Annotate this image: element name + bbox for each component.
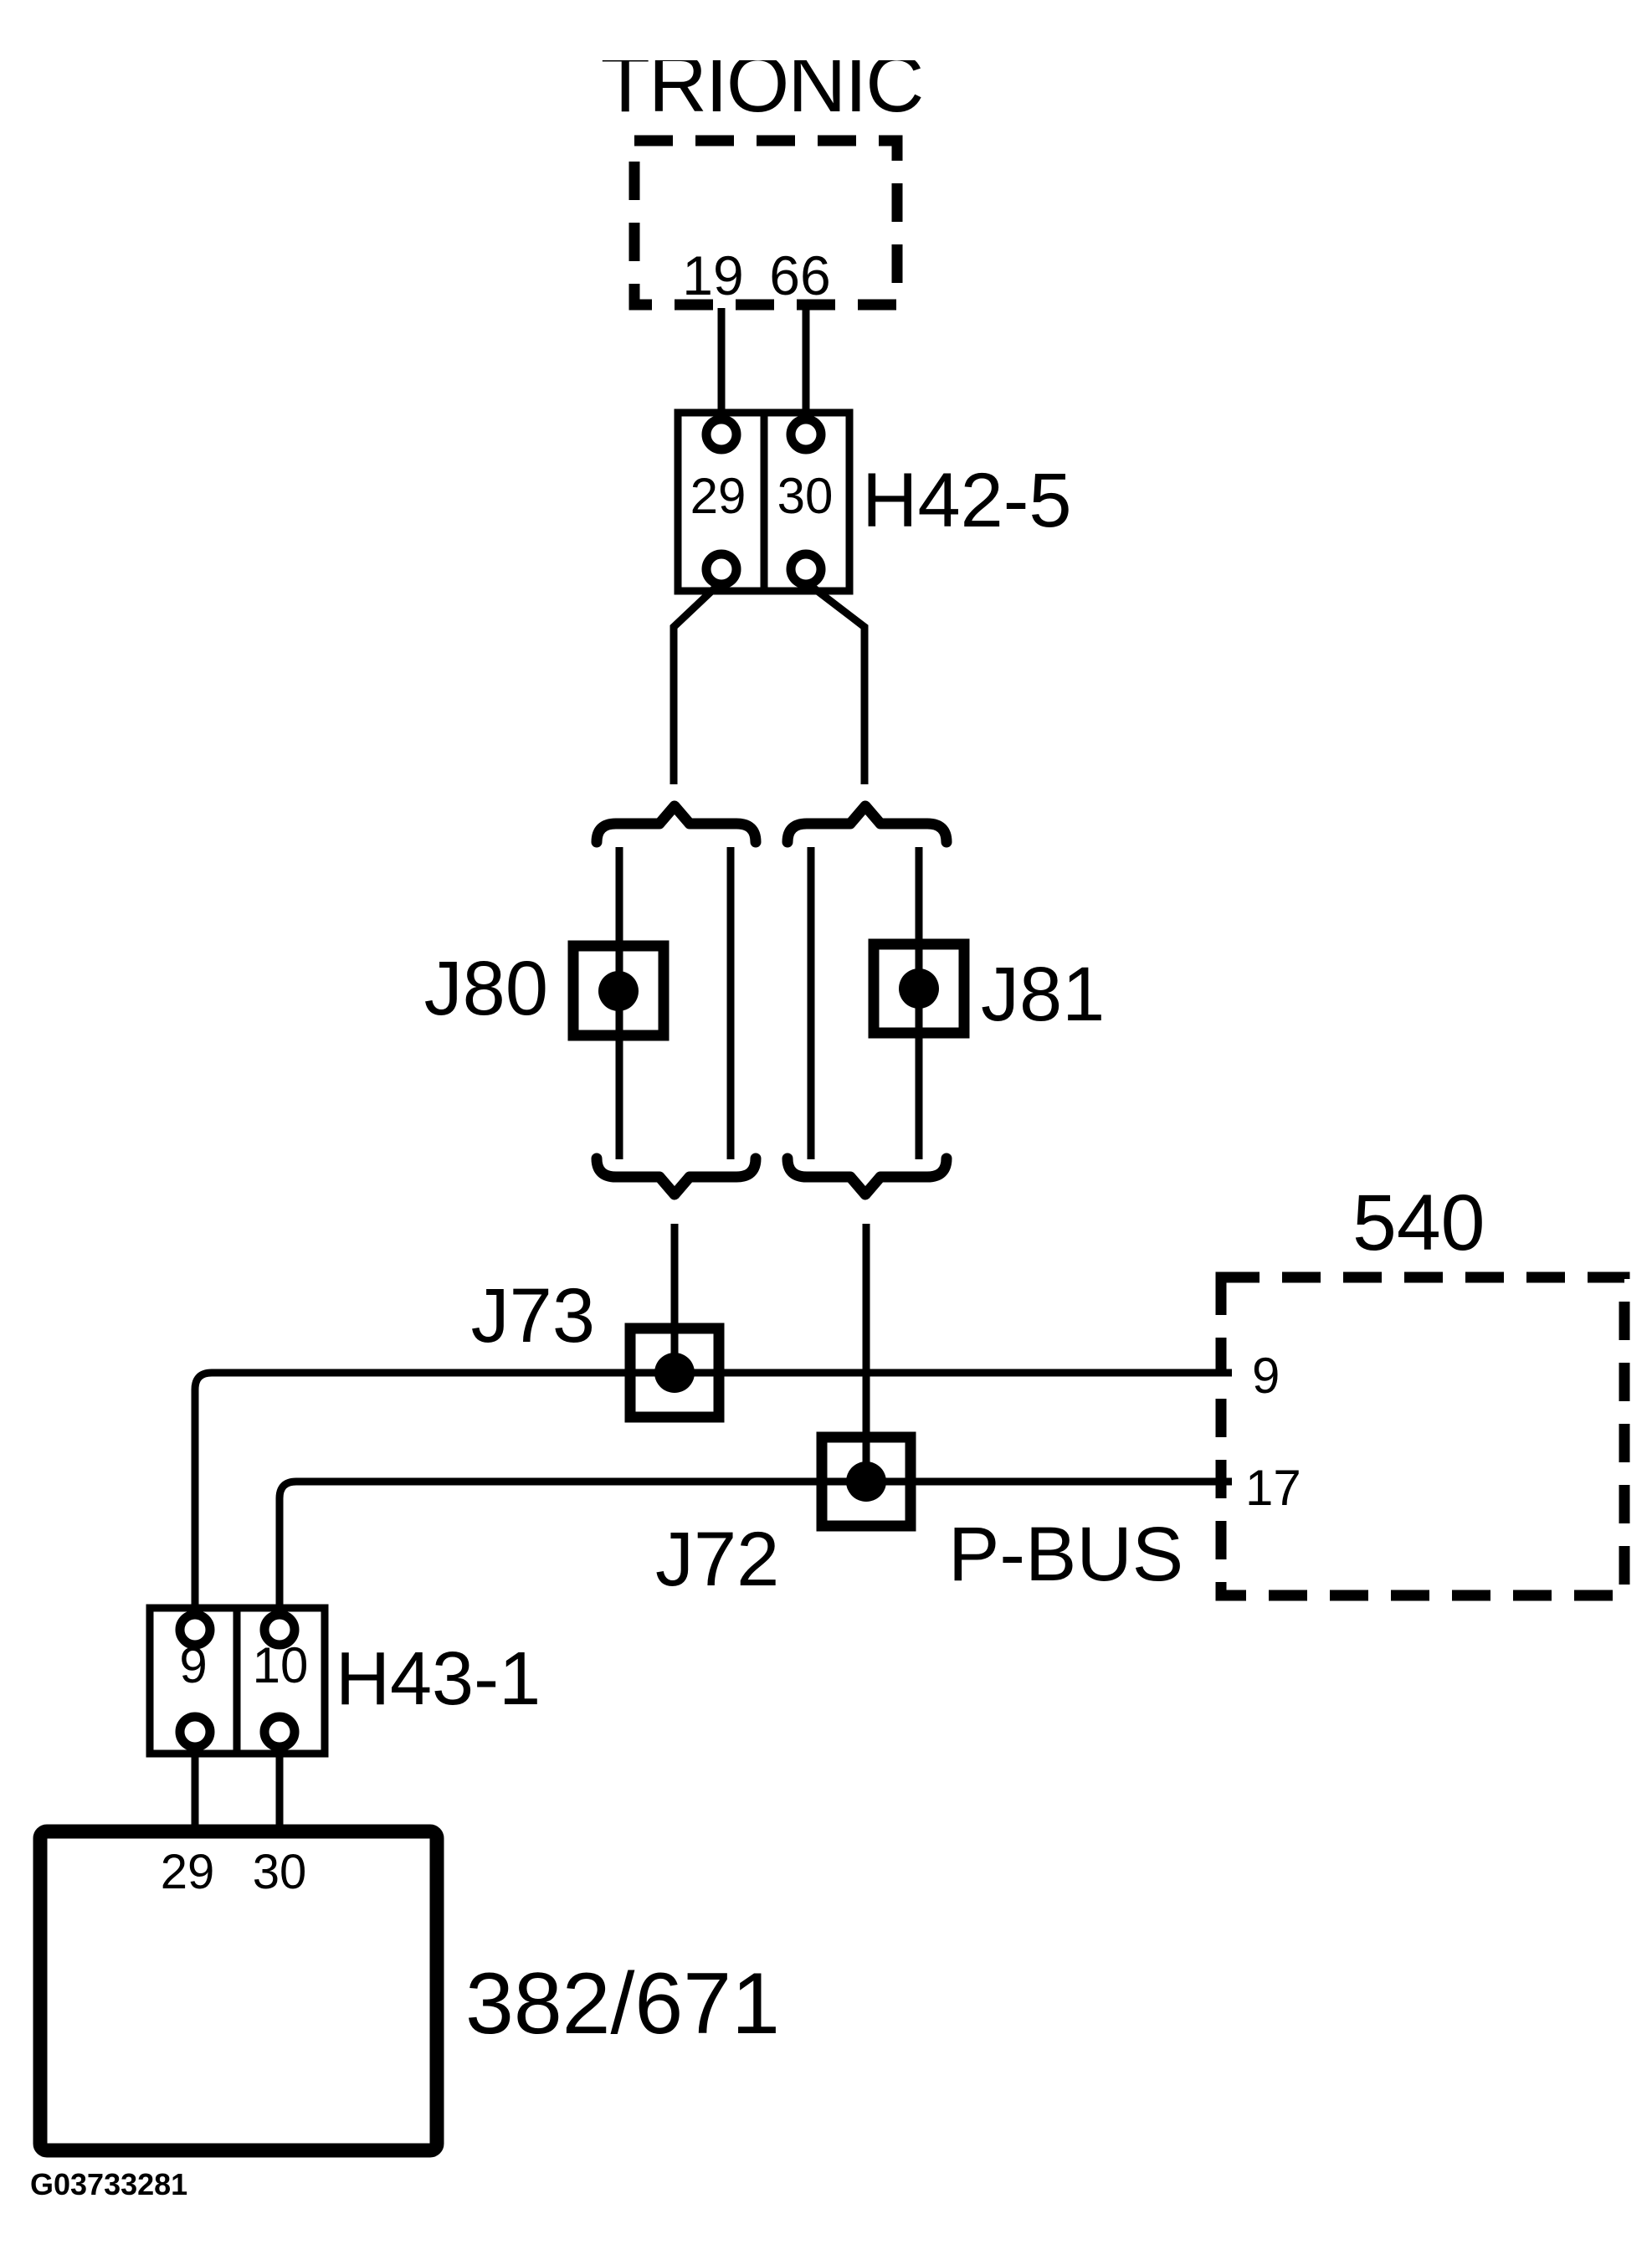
pin-terminal-icon [259,1610,300,1650]
bus-540-label: 540 [1352,1179,1485,1267]
figure-code: G03733281 [30,2167,188,2201]
p-bus-label: P-BUS [948,1512,1184,1597]
h43-1-pin-10: 10 [252,1637,309,1693]
module-382-671-label: 382/671 [465,1955,780,2052]
wire-j73-to-540-pin9 [191,1369,1232,1615]
module-pin-30: 30 [252,1845,307,1899]
j73-label: J73 [470,1273,595,1359]
splice-j72-dot [846,1461,886,1502]
h42-5-label: H42-5 [862,458,1072,543]
splice-j73-dot [654,1353,695,1393]
trionic-ecu-box [628,135,903,311]
h42-5-pin-30: 30 [777,468,834,524]
pin-terminal-icon [786,549,826,589]
h42-5-pin-29: 29 [690,468,746,524]
pin-terminal-icon [175,1610,215,1650]
trionic-pin-19: 19 [682,244,744,306]
trionic-title-clip: TRIONIC [577,60,946,117]
pin-terminal-icon [701,549,741,589]
splice-j72-box [816,1431,916,1532]
h43-1-label: H43-1 [336,1637,541,1721]
module-382-671-box [33,1824,444,2158]
bundle-brace-top-right [782,800,952,848]
bus-540-box [1215,1271,1630,1601]
splice-j81-dot [899,968,939,1009]
j80-label: J80 [423,946,548,1031]
pin-terminal-icon [786,414,826,455]
bus-540-pin-17: 17 [1245,1460,1301,1516]
splice-j80-box [567,940,670,1041]
wire-h42-30-to-bundle [805,580,869,784]
j81-label: J81 [981,952,1106,1037]
pin-terminal-icon [259,1712,300,1752]
trionic-pin-66: 66 [769,244,831,306]
bundle-brace-top-left [591,800,762,848]
splice-j73-box [624,1323,725,1423]
splice-j80-dot [598,971,639,1011]
splice-j81-box [868,938,970,1039]
wire-h42-29-to-bundle [670,580,723,784]
bundle-brace-bottom-left [591,1153,762,1200]
trionic-title: TRIONIC [600,60,925,117]
bus-540-pin-9: 9 [1252,1348,1280,1404]
bundle-brace-bottom-right [782,1153,952,1200]
j72-label: J72 [655,1517,780,1602]
wire-j72-to-540-pin17 [275,1477,1232,1615]
pin-terminal-icon [701,414,741,455]
pin-terminal-icon [175,1712,215,1752]
h43-1-pin-9: 9 [179,1637,208,1693]
module-pin-29: 29 [160,1845,215,1899]
